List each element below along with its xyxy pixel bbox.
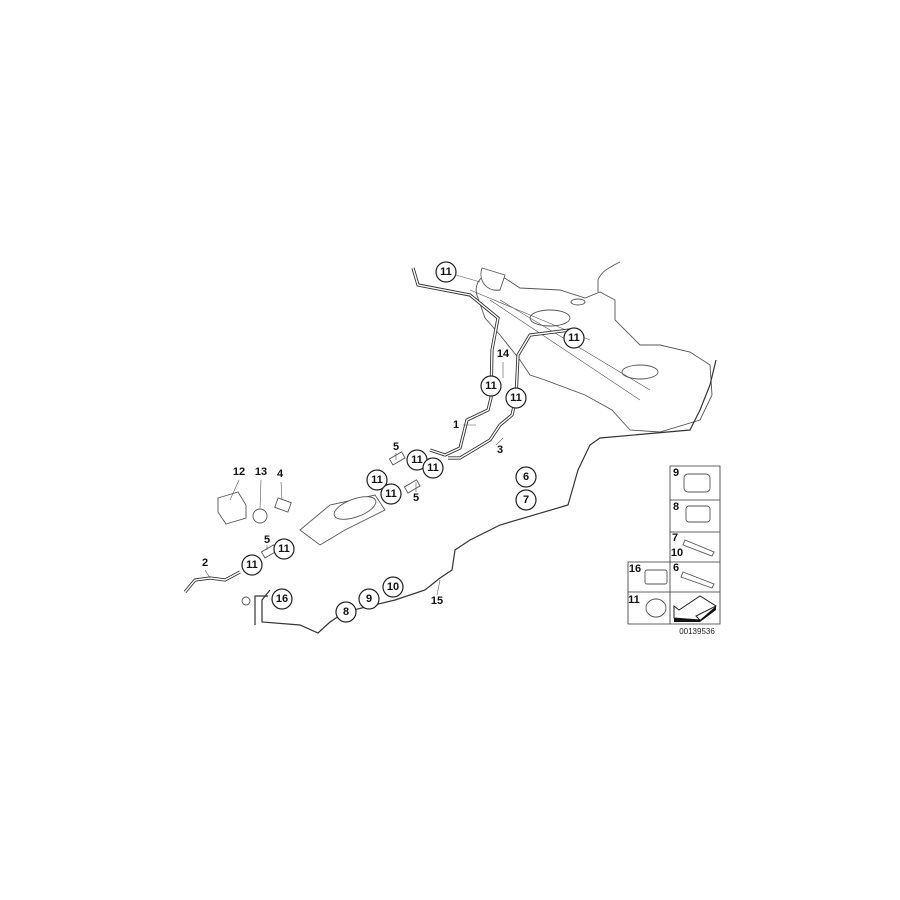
callout-11[interactable]: 11: [241, 554, 263, 576]
fuel-tank-drawing: [469, 261, 713, 433]
svg-text:11: 11: [385, 488, 397, 500]
svg-text:8: 8: [343, 606, 349, 618]
label-5[interactable]: 5: [413, 492, 419, 504]
svg-text:7: 7: [523, 494, 529, 506]
label-15[interactable]: 15: [431, 595, 443, 607]
part-labels: 14 1 3 5 5 5 12 13 4 2 15: [202, 348, 510, 607]
label-5[interactable]: 5: [264, 534, 270, 546]
svg-text:11: 11: [485, 380, 497, 392]
svg-text:11: 11: [427, 462, 439, 474]
svg-text:11: 11: [440, 266, 452, 278]
svg-text:10: 10: [387, 581, 399, 593]
callout-10[interactable]: 10: [382, 576, 404, 598]
legend-6[interactable]: 6: [673, 562, 679, 574]
callout-11[interactable]: 11: [422, 457, 444, 479]
svg-text:11: 11: [371, 474, 383, 486]
callout-11[interactable]: 11: [435, 261, 457, 283]
parts-legend: 9 8 7 10 16 6 11 00139536: [627, 465, 721, 636]
diagram-number: 00139536: [679, 627, 715, 636]
label-5[interactable]: 5: [393, 441, 399, 453]
legend-10[interactable]: 10: [671, 547, 683, 559]
circled-callouts: 11 11 11 11 11 11 11 11 11 11 6 7 16 8 9…: [241, 261, 585, 623]
leader-lines: [204, 271, 504, 596]
callout-7[interactable]: 7: [515, 489, 537, 511]
callout-11[interactable]: 11: [406, 449, 428, 471]
callout-11[interactable]: 11: [480, 375, 502, 397]
svg-text:11: 11: [246, 559, 258, 571]
label-13[interactable]: 13: [255, 466, 267, 478]
callout-11[interactable]: 11: [505, 387, 527, 409]
label-12[interactable]: 12: [233, 466, 245, 478]
callout-11[interactable]: 11: [366, 469, 388, 491]
svg-text:11: 11: [411, 454, 423, 466]
callout-11[interactable]: 11: [273, 538, 295, 560]
callout-11[interactable]: 11: [563, 327, 585, 349]
legend-8[interactable]: 8: [673, 501, 679, 513]
label-2[interactable]: 2: [202, 557, 208, 569]
label-4[interactable]: 4: [277, 468, 284, 480]
legend-11[interactable]: 11: [628, 594, 640, 606]
callout-11[interactable]: 11: [380, 483, 402, 505]
svg-text:11: 11: [568, 332, 580, 344]
filter-and-brackets: [217, 451, 421, 606]
svg-text:16: 16: [276, 593, 288, 605]
callout-16[interactable]: 16: [271, 588, 293, 610]
legend-7[interactable]: 7: [672, 532, 678, 544]
callout-6[interactable]: 6: [515, 466, 537, 488]
svg-text:6: 6: [523, 471, 529, 483]
svg-text:11: 11: [510, 392, 522, 404]
svg-text:11: 11: [278, 543, 290, 555]
callout-9[interactable]: 9: [358, 588, 380, 610]
legend-9[interactable]: 9: [673, 467, 679, 479]
label-3[interactable]: 3: [497, 444, 503, 456]
fuel-lines: [183, 267, 717, 634]
callout-8[interactable]: 8: [335, 601, 357, 623]
label-14[interactable]: 14: [497, 348, 510, 360]
arrow-icon: [673, 595, 718, 621]
legend-16[interactable]: 16: [629, 563, 641, 575]
svg-text:9: 9: [366, 593, 372, 605]
label-1[interactable]: 1: [453, 419, 459, 431]
